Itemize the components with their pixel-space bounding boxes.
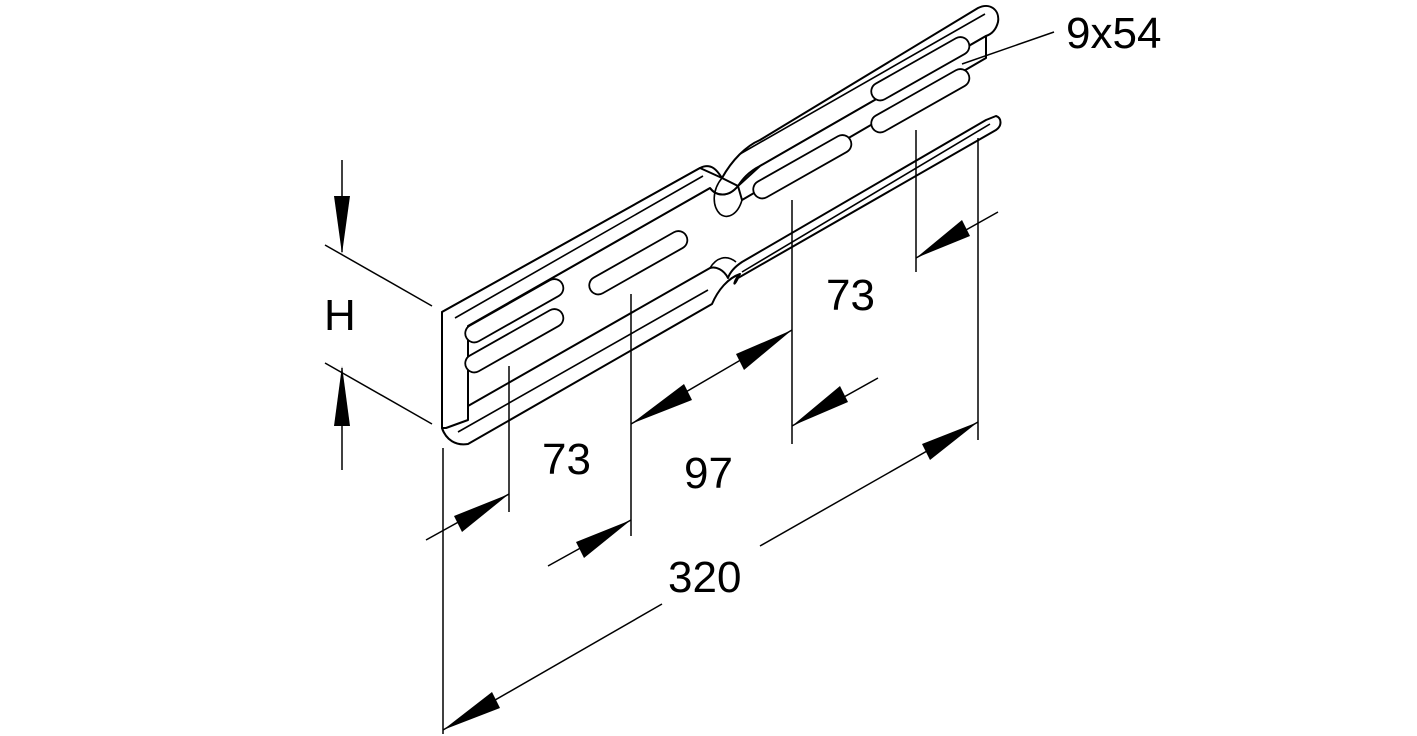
spacing-left-label: 73 <box>542 435 591 484</box>
overall-length-label: 320 <box>668 553 741 602</box>
spacing-middle-label: 97 <box>684 449 733 498</box>
slot <box>870 68 971 134</box>
arrow-icon <box>631 384 692 424</box>
centre-notch <box>709 177 743 269</box>
arrow-icon <box>454 494 509 532</box>
slot <box>870 36 971 102</box>
arrow-icon <box>443 692 500 730</box>
top-crease <box>454 13 986 319</box>
arrow-icon <box>334 366 350 426</box>
slot <box>588 230 689 296</box>
slot <box>464 308 565 374</box>
spacing-right-label: 73 <box>826 271 875 320</box>
arrow-icon <box>334 196 350 254</box>
slots <box>464 36 971 374</box>
arrow-icon <box>576 520 631 558</box>
slot <box>464 278 565 344</box>
bottom-crease <box>457 123 991 433</box>
connector-plate <box>441 4 1002 446</box>
slot-size-label: 9x54 <box>1066 9 1161 58</box>
dimension-lines <box>324 31 1055 734</box>
arrow-icon <box>792 386 848 426</box>
arrow-icon <box>922 422 978 460</box>
dimension-labels: H 9x54 73 97 73 320 <box>324 9 1161 602</box>
slot <box>752 134 853 200</box>
arrow-icon <box>916 220 970 258</box>
arrow-icon <box>736 330 792 370</box>
height-label: H <box>324 291 356 340</box>
